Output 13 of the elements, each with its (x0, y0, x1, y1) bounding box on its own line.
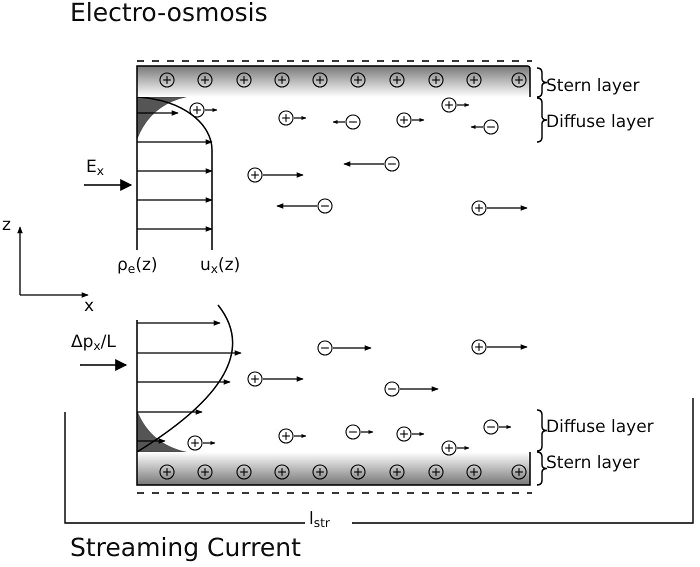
layer-label: Stern layer (546, 77, 640, 96)
layer-label: Stern layer (546, 454, 640, 473)
current-label: l$_{str}$ (309, 510, 330, 530)
layer-label: Diffuse layer (546, 113, 654, 132)
pressure-gradient-label: Δp$_{x}$/L (71, 333, 116, 354)
charge-density-label: ρ$_{e}$(z) (117, 256, 158, 276)
axis-label: x (84, 297, 94, 316)
field-label: E$_{x}$ (86, 158, 104, 178)
caption: Streaming Current (70, 534, 301, 562)
title: Electro-osmosis (70, 0, 268, 26)
axis-label: z (2, 216, 11, 235)
velocity-label: u$_{x}$(z) (200, 256, 240, 276)
layer-label: Diffuse layer (546, 418, 654, 437)
